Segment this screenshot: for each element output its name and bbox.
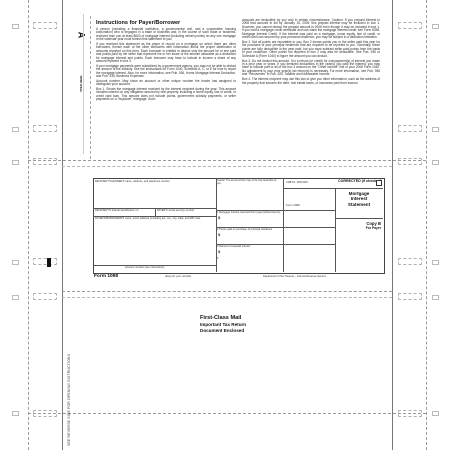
copy-title: Copy B <box>366 221 381 226</box>
instructions-paragraph: Box 2. Not all points are reportable to … <box>242 40 380 58</box>
form-grid-line <box>216 178 217 272</box>
instructions-paragraph: Box 3. Do not deduct this amount. It is … <box>242 58 380 77</box>
instructions-paragraph: amounts are deductible by you only in ce… <box>242 18 380 40</box>
form-title-line: Statement <box>347 201 371 207</box>
marker-a: A <box>76 31 87 39</box>
pinfeed-slot <box>398 22 422 29</box>
form-grid-line <box>93 208 216 209</box>
pinfeed-slot <box>33 293 57 300</box>
mailer-tax-return: Important Tax Return <box>200 322 247 327</box>
box3-label: 3 Refund of overpaid interest <box>217 245 251 248</box>
form-1098-copy-b <box>93 178 385 274</box>
copy-subtitle: For Payer <box>365 226 381 230</box>
edge-mark <box>12 24 19 29</box>
strip-rule <box>83 14 84 154</box>
fold-line <box>62 291 392 292</box>
right-perforation <box>426 0 427 450</box>
form-grid-line <box>155 208 156 216</box>
pinfeed-slot <box>398 258 422 265</box>
account-number-label: Account number (see instructions) <box>125 266 165 269</box>
instructions-paragraph: If your mortgage payments were subsidize… <box>96 63 236 79</box>
alignment-mark <box>47 258 51 267</box>
form-grid-line <box>216 210 335 211</box>
edge-mark <box>12 295 19 300</box>
instructions-paragraph: Box 1. Shows the mortgage interest recei… <box>96 87 236 102</box>
recipient-fed-id-label: RECIPIENT'S federal identification no. <box>95 209 140 212</box>
fold-line <box>62 166 392 167</box>
form-grid-line <box>335 218 383 219</box>
edge-mark <box>432 260 439 265</box>
keep-records-note: (keep for your records) <box>165 275 192 278</box>
instructions-paragraph: A person (including a financial institut… <box>96 26 236 41</box>
box2-label: 2 Points paid on purchase of principal r… <box>217 228 273 231</box>
instructions-paragraph: Account number. May show an account or o… <box>96 78 236 87</box>
left-tear-line <box>62 0 63 450</box>
box4-label: 4 <box>217 257 219 260</box>
form-grid-line <box>335 188 336 272</box>
fold-line <box>62 297 392 298</box>
form-title: Mortgage Interest Statement <box>337 191 381 207</box>
omb-number: OMB No. 1545-0901 <box>286 181 308 184</box>
corrected-label: CORRECTED (if checked) <box>338 179 382 183</box>
form-title-line: Mortgage <box>348 191 370 196</box>
form-grid-line <box>93 216 216 217</box>
form-number-footer: Form 1098 <box>94 274 118 279</box>
mailer-document-enclosed: Document Enclosed <box>200 328 245 333</box>
edge-mark <box>432 160 439 165</box>
recipient-name-label: RECIPIENT'S/LENDER'S name, address, and … <box>95 180 170 183</box>
instructions-right-column: amounts are deductible by you only in ce… <box>242 18 380 86</box>
pinfeed-slot <box>33 22 57 29</box>
instructions-paragraph: If you received this statement as the pa… <box>96 41 236 63</box>
pinfeed-slot <box>398 158 422 165</box>
instructions-paragraph: Box 4. The interest recipient may use th… <box>242 77 380 85</box>
edge-mark <box>12 127 19 132</box>
pinfeed-slot <box>398 293 422 300</box>
pinfeed-slot <box>33 258 57 265</box>
form-grid-line <box>283 178 284 272</box>
edge-mark <box>432 127 439 132</box>
department-note: Department of the Treasury - Internal Re… <box>263 275 327 278</box>
reverse-side-note: SEE REVERSE SIDE FOR OPENING INSTRUCTION… <box>67 353 71 446</box>
payer-name-label: PAYER'S/BORROWER'S name, street address … <box>95 217 201 220</box>
form-grid-line <box>93 265 216 266</box>
edge-mark <box>432 295 439 300</box>
corrected-checkbox[interactable] <box>376 180 382 186</box>
payer-ssn-label: PAYER'S social security number <box>157 209 195 212</box>
caution-note: Caution: The amount shown may not be ful… <box>217 180 277 185</box>
form-title-line: Interest <box>350 196 368 202</box>
pinfeed-slot <box>33 158 57 165</box>
box1-label: 1 Mortgage interest received from payer(… <box>217 211 280 214</box>
instructions-title: Instructions for Payer/Borrower <box>96 20 181 26</box>
form-grid-line <box>283 188 383 189</box>
form-number-small: Form 1098 <box>286 203 300 207</box>
open-here-strip <box>76 16 91 159</box>
instructions-left-column: Instructions for Payer/Borrower A person… <box>96 20 236 103</box>
edge-mark <box>432 24 439 29</box>
form-grid-line <box>216 227 335 228</box>
edge-mark <box>12 411 19 416</box>
mailer-first-class: First-Class Mail <box>200 315 242 321</box>
form-grid-line <box>216 244 335 245</box>
right-tear-line <box>392 0 393 450</box>
left-perforation <box>28 0 29 450</box>
pinfeed-slot <box>33 125 57 132</box>
fold-line <box>28 413 426 414</box>
fold-line <box>28 160 426 161</box>
edge-mark <box>432 411 439 416</box>
edge-mark <box>12 160 19 165</box>
edge-mark <box>12 260 19 265</box>
pinfeed-slot <box>398 125 422 132</box>
